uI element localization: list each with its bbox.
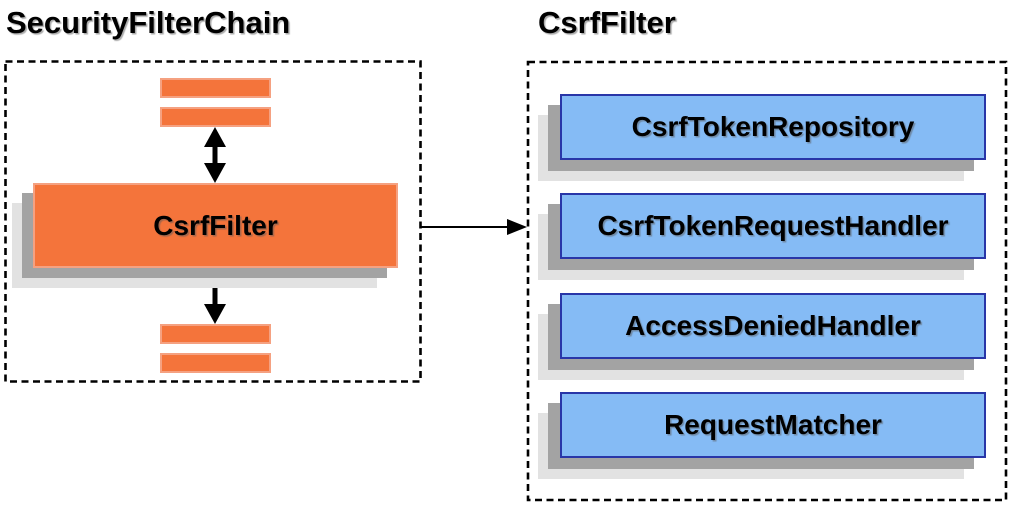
up-down-arrow-icon-bottom [204, 268, 226, 324]
csrf-filter-box-label: CsrfFilter [153, 209, 278, 241]
component-box-csrf-token-request-handler: CsrfTokenRequestHandler [560, 193, 986, 259]
csrf-filter-box: CsrfFilter [33, 183, 398, 268]
component-box-label: RequestMatcher [664, 409, 882, 440]
filter-bar [160, 324, 271, 344]
left-panel-title: SecurityFilterChain [6, 5, 291, 40]
csrf-filter-dashed-border [526, 60, 1008, 502]
security-filter-chain-dashed-border [4, 60, 422, 383]
filter-bar [160, 78, 271, 98]
component-box-access-denied-handler: AccessDeniedHandler [560, 293, 986, 359]
component-box-csrf-token-repository: CsrfTokenRepository [560, 94, 986, 160]
component-box-label: CsrfTokenRepository [631, 111, 915, 142]
filter-bar [160, 107, 271, 127]
component-box-label: AccessDeniedHandler [625, 310, 921, 341]
flow-arrow-icon [421, 219, 527, 235]
component-box-request-matcher: RequestMatcher [560, 392, 986, 458]
component-box-label: CsrfTokenRequestHandler [597, 210, 949, 241]
right-panel-title: CsrfFilter [538, 5, 676, 40]
up-down-arrow-icon-top [204, 127, 226, 183]
filter-bar [160, 353, 271, 373]
